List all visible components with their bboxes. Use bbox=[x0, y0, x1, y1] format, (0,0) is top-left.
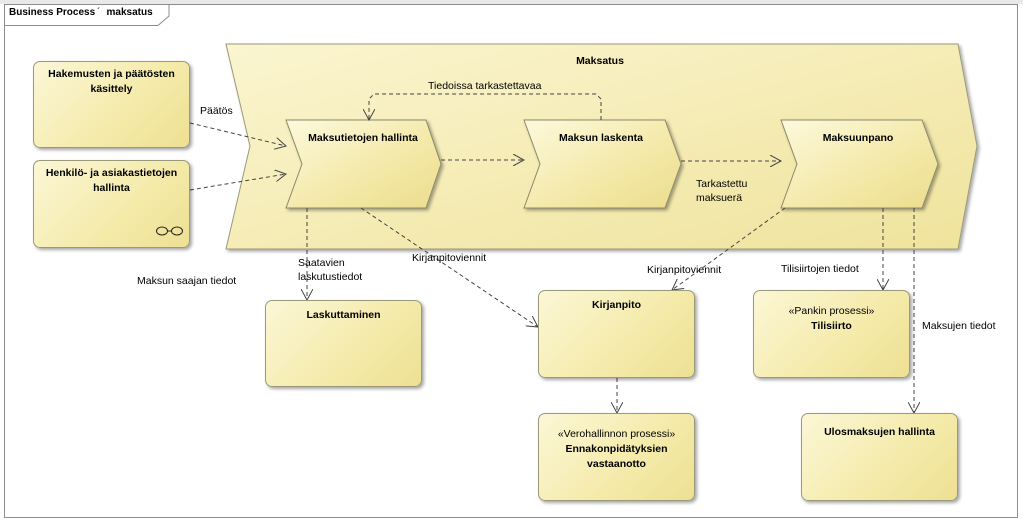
connector-kirjanpitoviennit-2 bbox=[672, 207, 786, 290]
label-tilisiirtojen-tiedot: Tilisiirtojen tiedot bbox=[781, 263, 859, 275]
box-laskuttaminen[interactable]: Laskuttaminen bbox=[265, 300, 422, 387]
box-tilisiirto[interactable]: «Pankin prosessi» Tilisiirto bbox=[753, 290, 910, 378]
lane-maksatus-title: Maksatus bbox=[576, 55, 624, 67]
box-ennakonpidatys-stereotype: «Verohallinnon prosessi» bbox=[557, 428, 676, 440]
step-maksuunpano-label: Maksuunpano bbox=[823, 132, 894, 144]
label-paatos: Päätös bbox=[200, 105, 233, 117]
box-tilisiirto-title: Tilisiirto bbox=[811, 320, 852, 332]
box-kirjanpito[interactable]: Kirjanpito bbox=[538, 290, 695, 378]
step-maksutietojen-hallinta-label: Maksutietojen hallinta bbox=[308, 132, 418, 144]
step-maksuunpano-shape[interactable] bbox=[780, 119, 939, 209]
label-kirjanpitoviennit-1: Kirjanpitoviennit bbox=[412, 252, 487, 264]
box-henkilotietojen-hallinta[interactable]: Henkilö- ja asiakastietojen hallinta bbox=[33, 160, 190, 248]
frame-separator-mark: ´ bbox=[97, 7, 101, 18]
step-maksun-laskenta-label: Maksun laskenta bbox=[559, 132, 643, 144]
connector-henkilotiedot bbox=[189, 174, 286, 191]
step-maksutietojen-hallinta-shape[interactable] bbox=[285, 119, 442, 209]
box-ennakonpidatys[interactable]: «Verohallinnon prosessi» Ennakonpidätyks… bbox=[538, 413, 695, 501]
diagram-frame bbox=[4, 4, 1018, 518]
label-kirjanpitoviennit-2: Kirjanpitoviennit bbox=[647, 264, 722, 276]
window-top-strip bbox=[0, 0, 1023, 4]
label-saatavien-laskutustiedot: Saatavien laskutustiedot bbox=[298, 257, 363, 283]
label-maksun-saajan-tiedot: Maksun saajan tiedot bbox=[137, 275, 237, 287]
box-ennakonpidatys-title: Ennakonpidätyksien vastaanotto bbox=[565, 443, 668, 470]
label-tiedoissa-tarkastettavaa: Tiedoissa tarkastettavaa bbox=[428, 80, 542, 92]
box-tilisiirto-stereotype: «Pankin prosessi» bbox=[788, 305, 875, 317]
step-maksun-laskenta-shape[interactable] bbox=[523, 119, 682, 209]
connector-kirjanpitoviennit-1 bbox=[360, 207, 538, 327]
connector-tiedoissa-tarkastettavaa bbox=[369, 93, 602, 120]
box-hakemusten-kasittely-title: Hakemusten ja päätösten käsittely bbox=[48, 68, 175, 95]
two-circles-icon bbox=[156, 226, 183, 236]
frame-name: maksatus bbox=[106, 7, 153, 18]
label-tarkastettu-maksuera: Tarkastettu maksuerä bbox=[696, 178, 748, 204]
label-maksujen-tiedot: Maksujen tiedot bbox=[922, 320, 996, 332]
box-henkilotietojen-hallinta-title: Henkilö- ja asiakastietojen hallinta bbox=[45, 167, 178, 194]
box-ulosmaksujen-hallinta-title: Ulosmaksujen hallinta bbox=[824, 426, 935, 438]
frame-kind: Business Process bbox=[9, 7, 96, 18]
connector-paatos bbox=[189, 122, 286, 146]
box-kirjanpito-title: Kirjanpito bbox=[592, 299, 641, 311]
box-ulosmaksujen-hallinta[interactable]: Ulosmaksujen hallinta bbox=[801, 413, 958, 501]
box-hakemusten-kasittely[interactable]: Hakemusten ja päätösten käsittely bbox=[33, 61, 190, 148]
frame-tab-label: Business Process´ maksatus bbox=[9, 7, 153, 18]
frame-tab bbox=[4, 4, 170, 26]
box-laskuttaminen-title: Laskuttaminen bbox=[306, 309, 381, 321]
